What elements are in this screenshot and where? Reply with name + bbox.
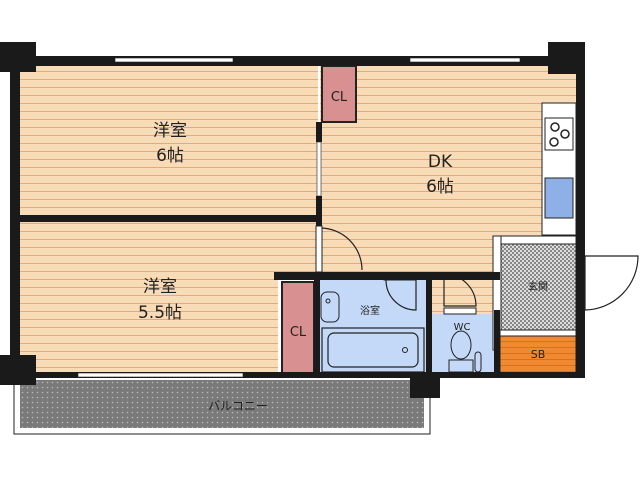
western-6-name: 洋室 (153, 121, 187, 141)
western-55-size: 5.5帖 (138, 303, 182, 323)
sink-icon (320, 291, 340, 323)
walls (0, 42, 585, 398)
western-55-name: 洋室 (143, 277, 177, 297)
wc: WC (432, 273, 494, 374)
entrance-door[interactable] (584, 255, 639, 311)
window-balcony[interactable] (77, 372, 244, 378)
bath-door[interactable] (385, 279, 417, 311)
bath-label: 浴室 (360, 304, 380, 317)
kitchen-counter (541, 102, 577, 236)
balcony-label: バルコニー (208, 399, 268, 413)
closet-top (321, 65, 357, 123)
window-top-right[interactable] (409, 57, 521, 63)
wc-label: WC (454, 322, 471, 333)
toilet-icon (450, 330, 472, 360)
closet-bottom-label: CL (290, 325, 307, 340)
sliding-door-dk[interactable] (316, 141, 322, 197)
bathroom: 浴室 (318, 273, 430, 374)
closet-top-label: CL (331, 90, 348, 105)
shoebox-label: SB (531, 348, 546, 361)
western-6-size: 6帖 (156, 146, 184, 166)
kitchen-sink-icon (544, 177, 574, 219)
bathtub (327, 332, 419, 368)
shoebox (499, 335, 577, 375)
dk-name: DK (428, 152, 453, 172)
genkan-label: 玄関 (528, 280, 548, 293)
dk-size: 6帖 (426, 177, 454, 197)
window-top-left[interactable] (114, 57, 234, 63)
genkan: 玄関 (492, 235, 577, 351)
balcony: バルコニー (13, 375, 431, 435)
western-room-55 (20, 222, 278, 374)
western-room-6 (20, 66, 318, 216)
